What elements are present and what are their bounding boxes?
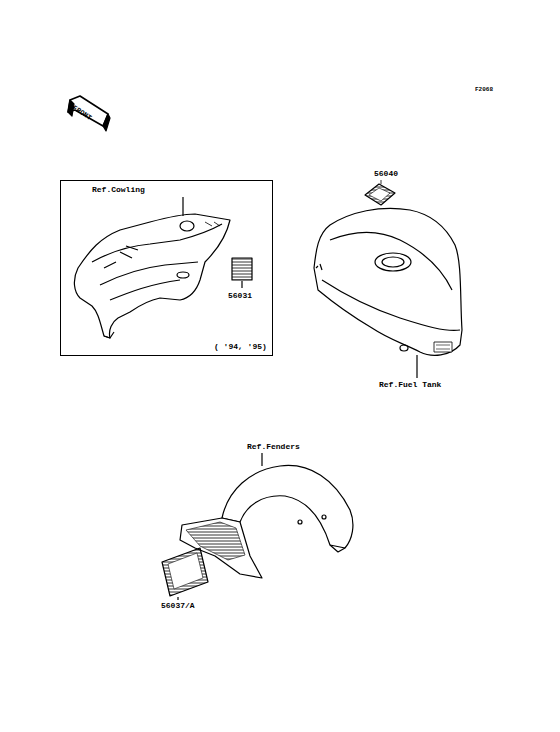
- decal-56040: [365, 180, 395, 205]
- reference-frame: Ref.Cowling 56031 ( '94, '95): [60, 180, 273, 356]
- callout-label: 56037/A: [160, 602, 196, 610]
- fender-illustration: [180, 453, 353, 578]
- part-label: Ref.Cowling: [91, 186, 146, 194]
- decal-56031: [232, 258, 252, 280]
- callout-label: 56040: [373, 170, 399, 178]
- callout-label: Ref.Fuel Tank: [378, 381, 442, 389]
- fuel-tank-illustration: [314, 208, 462, 378]
- cowling-illustration: [74, 197, 230, 338]
- callout-label: F2068: [474, 87, 494, 93]
- callout-number: 56031: [227, 292, 253, 300]
- callout-label: Ref.Fenders: [246, 443, 301, 451]
- decal-56037a: [162, 548, 208, 600]
- part-label: ( '94, '95): [213, 343, 268, 351]
- leader-line: [241, 281, 242, 288]
- front-arrow: [68, 96, 110, 131]
